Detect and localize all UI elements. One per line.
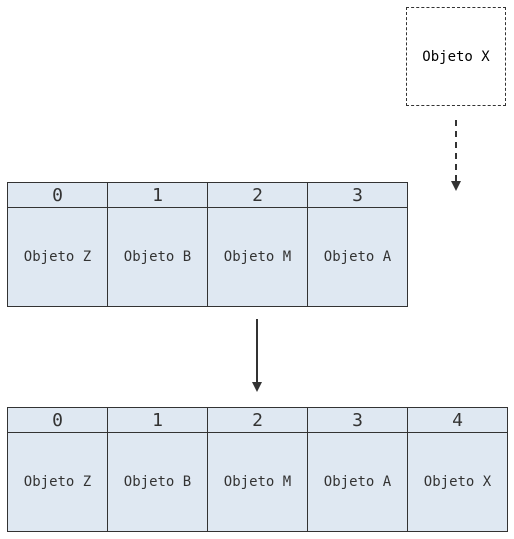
array-before: 0 Objeto Z 1 Objeto B 2 Objeto M 3 Objet… bbox=[7, 182, 408, 307]
array-after: 0 Objeto Z 1 Objeto B 2 Objeto M 3 Objet… bbox=[7, 407, 508, 532]
array-cell: 3 Objeto A bbox=[307, 182, 408, 307]
array-cell: 3 Objeto A bbox=[307, 407, 408, 532]
array-cell: 4 Objeto X bbox=[407, 407, 508, 532]
cell-index: 3 bbox=[308, 183, 407, 208]
array-cell: 2 Objeto M bbox=[207, 182, 308, 307]
array-cell: 1 Objeto B bbox=[107, 407, 208, 532]
cell-value: Objeto Z bbox=[23, 474, 92, 490]
array-cell: 2 Objeto M bbox=[207, 407, 308, 532]
cell-index: 0 bbox=[8, 408, 107, 433]
cell-index: 0 bbox=[8, 183, 107, 208]
cell-index: 3 bbox=[308, 408, 407, 433]
new-object-label: Objeto X bbox=[422, 48, 490, 65]
array-cell: 0 Objeto Z bbox=[7, 182, 108, 307]
new-object-box: Objeto X bbox=[406, 7, 506, 106]
array-cell: 1 Objeto B bbox=[107, 182, 208, 307]
cell-value: Objeto A bbox=[323, 474, 392, 490]
cell-value: Objeto M bbox=[223, 474, 292, 490]
cell-value: Objeto X bbox=[423, 474, 492, 490]
cell-value: Objeto B bbox=[123, 474, 192, 490]
cell-value: Objeto B bbox=[123, 249, 192, 265]
cell-index: 2 bbox=[208, 183, 307, 208]
cell-value: Objeto A bbox=[323, 249, 392, 265]
cell-index: 1 bbox=[108, 408, 207, 433]
cell-value: Objeto Z bbox=[23, 249, 92, 265]
array-cell: 0 Objeto Z bbox=[7, 407, 108, 532]
cell-index: 4 bbox=[408, 408, 507, 433]
cell-index: 1 bbox=[108, 183, 207, 208]
cell-value: Objeto M bbox=[223, 249, 292, 265]
cell-index: 2 bbox=[208, 408, 307, 433]
